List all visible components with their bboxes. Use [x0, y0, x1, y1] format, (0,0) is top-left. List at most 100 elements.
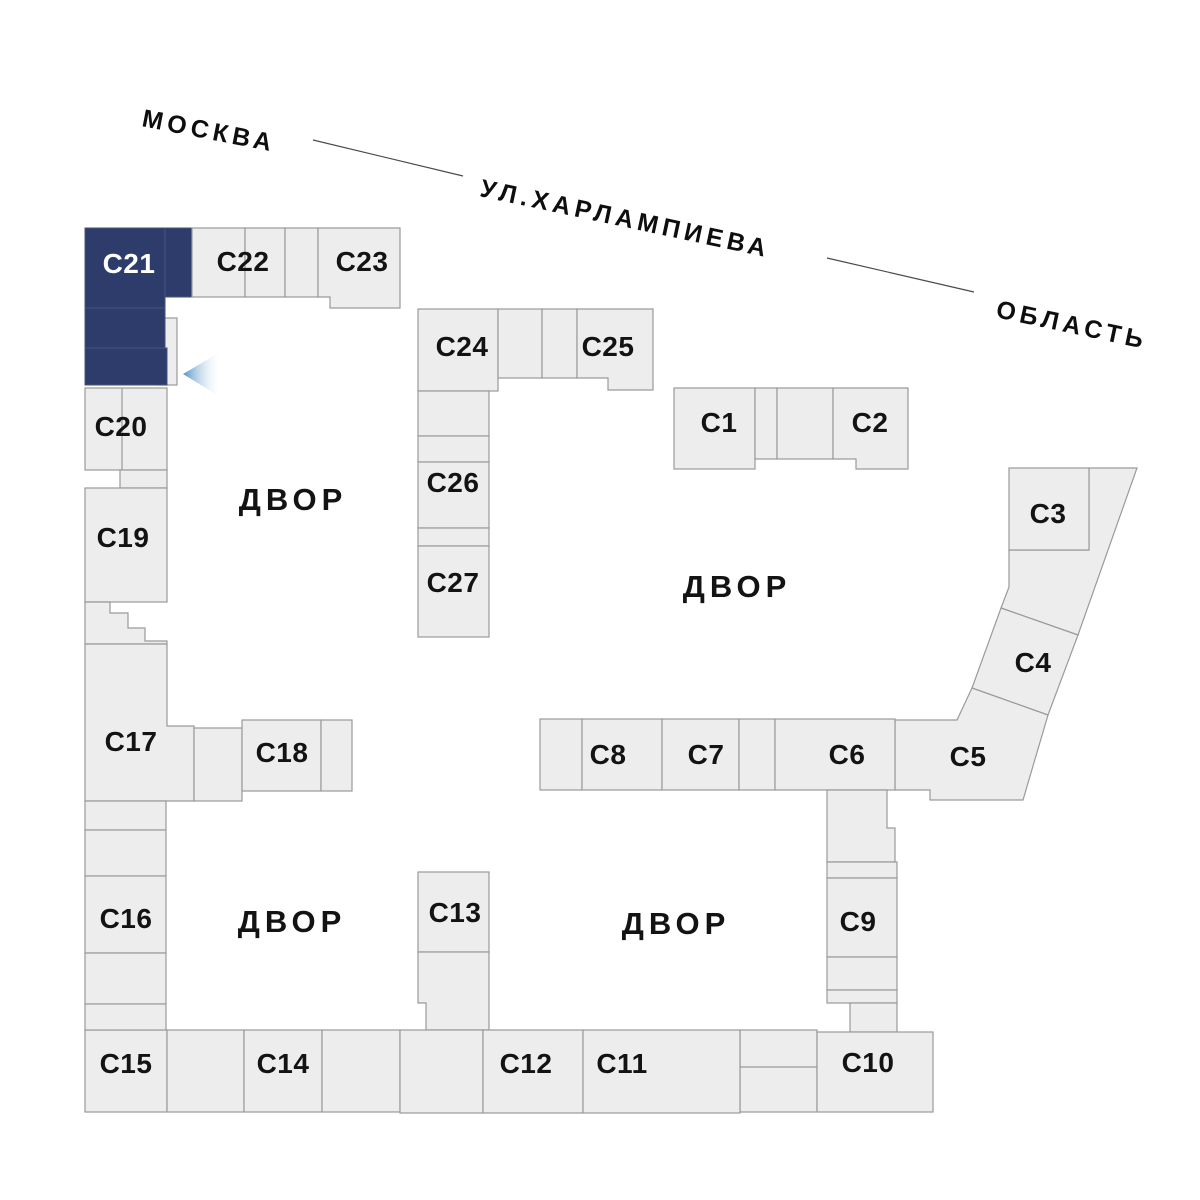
building-c5-shape [894, 687, 1049, 801]
building-c17[interactable]: С17 [84, 643, 243, 802]
building-c16-label: С16 [100, 903, 153, 934]
building-c18-label: С18 [256, 737, 309, 768]
building-c19-shape [84, 487, 168, 603]
building-c7[interactable]: С7 [661, 718, 776, 791]
building-segment [754, 387, 778, 460]
building-c20-label: С20 [95, 411, 148, 442]
building-c8[interactable]: С8 [539, 718, 663, 791]
building-c13-label: С13 [429, 897, 482, 928]
building-c10-label: С10 [842, 1047, 895, 1078]
building-c18[interactable]: С18 [241, 719, 353, 792]
building-segment [826, 989, 898, 1004]
building-c11-shape [582, 1029, 741, 1114]
building-c27-shape [417, 545, 490, 638]
building-c5[interactable]: С5 [894, 687, 1049, 801]
street-line-left [312, 139, 464, 177]
building-c11[interactable]: С11 [582, 1029, 741, 1114]
building-c3-shape [1008, 467, 1090, 551]
building-segment [541, 308, 578, 379]
building-c10[interactable]: С10 [739, 1029, 934, 1113]
building-c21-shape [164, 227, 193, 298]
building-c17-shape [84, 643, 195, 802]
courtyard-labels: ДВОР ДВОР ДВОР ДВОР [238, 482, 792, 941]
building-c6-shape [774, 718, 896, 791]
building-c2-shape [832, 387, 909, 470]
selected-building-arrow-icon [183, 351, 222, 398]
building-segment [826, 956, 898, 991]
building-c19[interactable]: С19 [84, 487, 168, 645]
building-segment [738, 718, 776, 791]
building-segment [739, 1029, 818, 1113]
building-c3[interactable]: С3 [1000, 467, 1138, 636]
building-c24[interactable]: С24 [417, 308, 499, 392]
building-segment [776, 387, 834, 460]
courtyard-label-bottom-left: ДВОР [238, 904, 347, 939]
building-segment [417, 390, 490, 437]
building-c24-label: С24 [436, 331, 489, 362]
building-c27[interactable]: С27 [417, 545, 490, 638]
building-c17-label: С17 [105, 726, 158, 757]
building-c21-shape [84, 307, 166, 349]
building-c3-label: С3 [1030, 498, 1067, 529]
building-c22-label: С22 [217, 246, 270, 277]
building-c27-label: С27 [427, 567, 480, 598]
building-segment [826, 861, 898, 879]
building-c16-shape [84, 875, 167, 954]
building-c21-shape [84, 347, 168, 386]
building-c21-label: С21 [103, 248, 156, 279]
building-c23[interactable]: С23 [284, 227, 401, 309]
building-c15-label: С15 [100, 1048, 153, 1079]
building-c21[interactable]: С21 [84, 227, 193, 386]
building-c7-label: С7 [688, 739, 725, 770]
building-segment [399, 1029, 484, 1114]
building-c14[interactable]: С14 [243, 1029, 401, 1113]
building-c25[interactable]: С25 [497, 308, 654, 391]
courtyard-label-top-left: ДВОР [239, 482, 348, 517]
building-c7-shape [661, 718, 740, 791]
building-segment [193, 727, 243, 802]
building-segment [417, 951, 490, 1031]
building-c12[interactable]: С12 [482, 1029, 584, 1114]
building-segment [244, 227, 286, 298]
building-c9-shape [826, 877, 898, 958]
building-c15[interactable]: С15 [84, 1029, 245, 1113]
building-segment [321, 1029, 401, 1113]
building-segment [119, 469, 168, 489]
building-c9[interactable]: С9 [826, 861, 898, 1033]
building-segment [849, 1002, 898, 1033]
building-c5-label: С5 [950, 741, 987, 772]
buildings-layer: С20 С21 С22 С23 С24 [84, 227, 1138, 1114]
building-c14-label: С14 [257, 1048, 310, 1079]
street-line-right [826, 257, 975, 293]
building-c16[interactable]: С16 [84, 800, 167, 1031]
building-segment [539, 718, 583, 791]
building-c12-shape [482, 1029, 584, 1114]
building-c23-label: С23 [336, 246, 389, 277]
building-segment [84, 829, 167, 877]
building-c23-shape [317, 227, 401, 309]
building-c24-shape [417, 308, 499, 392]
building-segment [84, 1003, 167, 1031]
street-from-label: МОСКВА [140, 104, 278, 157]
building-c6[interactable]: С6 [774, 718, 896, 863]
building-segment [84, 800, 167, 831]
street-name-label: УЛ.ХАРЛАМПИЕВА [478, 174, 773, 263]
building-c4-label: С4 [1015, 647, 1052, 678]
building-segment [826, 789, 896, 863]
building-c2[interactable]: С2 [832, 387, 909, 470]
building-c9-label: С9 [840, 906, 877, 937]
building-segment [320, 719, 353, 792]
building-c20-shape [84, 387, 168, 471]
building-c26[interactable]: С26 [417, 390, 490, 547]
building-c25-label: С25 [582, 331, 635, 362]
building-c10-shape [816, 1031, 934, 1113]
courtyard-label-right: ДВОР [683, 569, 792, 604]
building-c13[interactable]: С13 [399, 871, 490, 1114]
building-c1[interactable]: С1 [673, 387, 834, 470]
building-c25-shape [576, 308, 654, 391]
building-c1-shape [673, 387, 756, 470]
building-c22[interactable]: С22 [191, 227, 286, 298]
building-segment [417, 527, 490, 547]
building-segment-stairs [84, 601, 168, 645]
